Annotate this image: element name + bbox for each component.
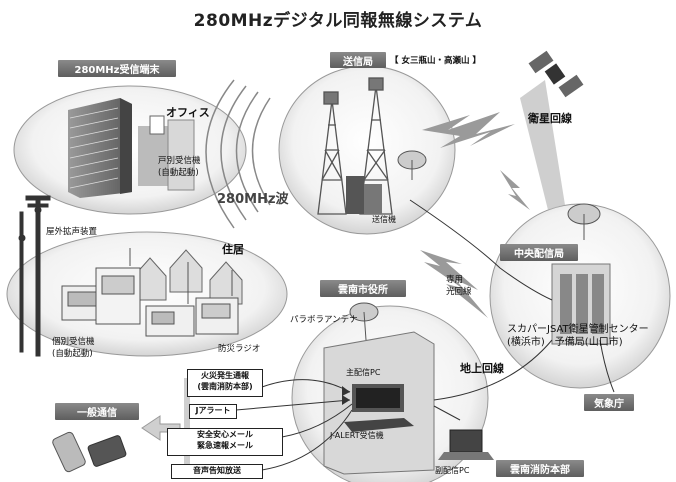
office-receiver-line1: 戸別受信機: [158, 156, 201, 166]
residence-receiver-caption: 個別受信機 (自動起動): [52, 335, 95, 359]
radio-wave-arcs: [205, 79, 271, 229]
residence-receiver-line2: (自動起動): [52, 349, 93, 359]
jalert-receiver-label: J-ALERT受信機: [330, 431, 384, 440]
office-receiver-caption: 戸別受信機 (自動起動): [158, 154, 201, 178]
safety-mail-box: 安全安心メール 緊急速報メール: [167, 428, 283, 456]
fiber-line-line1: 専用: [446, 275, 464, 285]
met-agency-label: 気象庁: [584, 394, 634, 411]
outdoor-speaker-poles: [18, 195, 51, 357]
lightning-bolt-1: [422, 112, 515, 148]
office-building: [68, 98, 195, 198]
city-hall-building: [323, 302, 435, 475]
safety-mail-line2: 緊急速報メール: [197, 441, 253, 450]
houses: [133, 249, 243, 305]
general-comm-label: 一般通信: [55, 403, 139, 420]
parabola-antenna-label: パラボラアンテナ: [290, 315, 358, 325]
voice-broadcast-box: 音声告知放送: [171, 464, 263, 479]
residence-label: 住居: [222, 243, 244, 256]
phones-icon: [52, 431, 127, 473]
connection-lines: [235, 199, 615, 471]
residence-receiver-line1: 個別受信機: [52, 337, 95, 347]
office-receiver-line2: (自動起動): [158, 168, 199, 178]
safety-mail-line1: 安全安心メール: [197, 430, 253, 439]
ground-line-label: 地上回線: [460, 362, 504, 375]
sub-pc-label: 副配信PC: [435, 466, 470, 475]
receiver-terminal-label: 280MHz受信端末: [58, 60, 176, 77]
transmitter-location: 【 女三瓶山・高瀬山 】: [390, 56, 481, 66]
fiber-line-line2: 光回線: [446, 287, 472, 297]
fiber-line-caption: 専用 光回線: [446, 273, 472, 297]
fire-report-box: 火災発生通報 (雲南消防本部): [187, 369, 263, 397]
satellite-line-label: 衛星回線: [528, 112, 572, 125]
fire-report-line2: (雲南消防本部): [197, 382, 253, 391]
central-station-line1: スカパーJSAT衛星管制センター: [507, 324, 649, 335]
office-label: オフィス: [166, 106, 210, 119]
jalert-box: Jアラート: [189, 404, 237, 419]
central-station-caption: スカパーJSAT衛星管制センター (横浜市) 予備局(山口市): [507, 323, 649, 349]
lightning-bolt-3: [500, 170, 530, 210]
fire-hq-label: 雲南消防本部: [496, 460, 584, 477]
central-station-building: [551, 203, 611, 345]
wave-label: 280MHz波: [217, 192, 289, 207]
transmitter-dish: [397, 150, 427, 180]
satellite-icon: [528, 50, 584, 98]
diagram-title: 280MHzデジタル同報無線システム: [193, 11, 483, 31]
satellite-beam: [520, 80, 565, 210]
outdoor-speaker-label: 屋外拡声装置: [46, 227, 98, 237]
transmitter-unit-label: 送信機: [372, 215, 396, 224]
main-pc-label: 主配信PC: [346, 368, 381, 377]
central-station-line2: (横浜市) 予備局(山口市): [507, 337, 623, 348]
fire-report-line1: 火災発生通報: [201, 371, 249, 380]
laptop-icon: [438, 429, 494, 460]
city-hall-label: 雲南市役所: [320, 280, 406, 297]
central-station-label: 中央配信局: [500, 244, 578, 261]
input-arrows: [342, 386, 350, 405]
transmitter-station-label: 送信局: [330, 52, 386, 68]
lightning-bolt-2: [420, 250, 488, 318]
receivers: [61, 248, 239, 337]
transmitter-units: [346, 176, 382, 214]
disaster-radio-label: 防災ラジオ: [218, 344, 261, 354]
